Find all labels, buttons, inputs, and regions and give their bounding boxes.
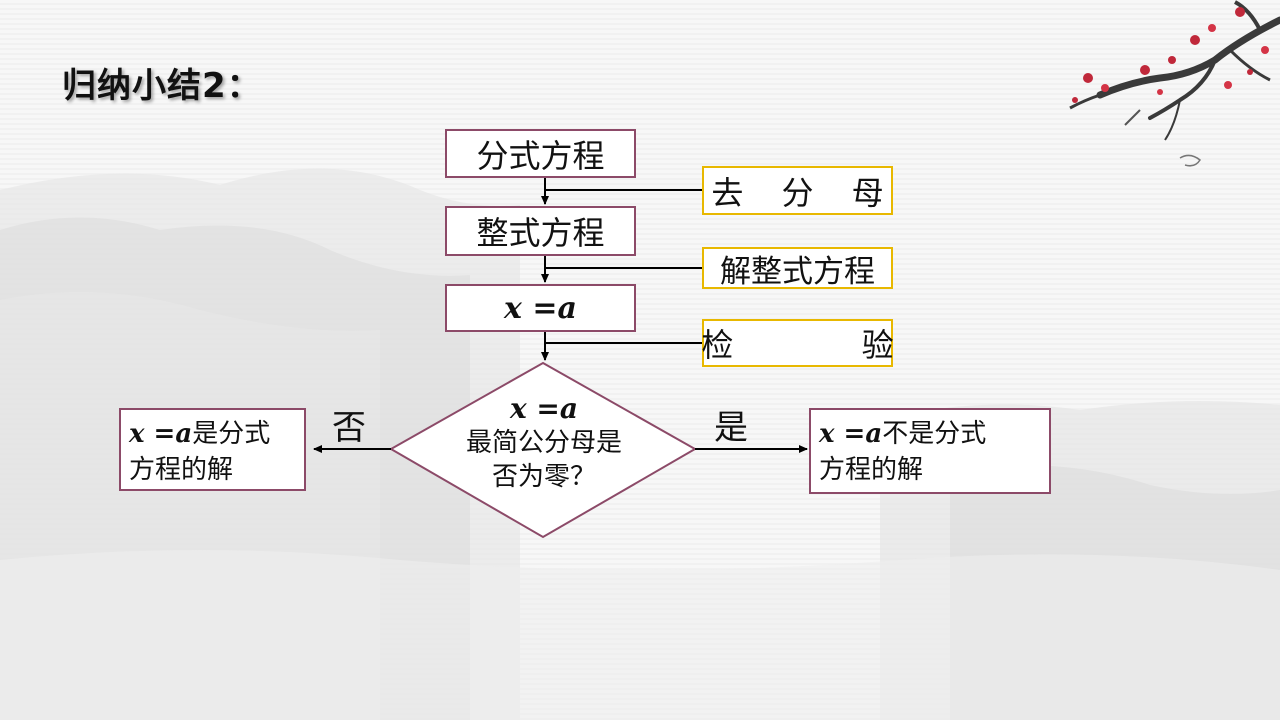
decision-line-1: x =a — [509, 392, 579, 425]
result-is-solution: x =a是分式 方程的解 — [119, 408, 306, 491]
result-not-solution-var: x =a — [819, 419, 883, 449]
result-is-solution-line-1: x =a是分式 — [129, 416, 304, 452]
decision-line-2: 最简公分母是 — [465, 428, 622, 458]
step-integral-equation: 整式方程 — [445, 206, 636, 256]
decision-text: x =a 最简公分母是 否为零？ — [420, 392, 668, 494]
result-not-solution: x =a不是分式 方程的解 — [809, 408, 1051, 494]
result-is-solution-text-1: 是分式 — [192, 419, 271, 449]
op-check: 检 验 — [701, 319, 894, 367]
step-solution-label: x =a — [504, 290, 577, 326]
result-not-solution-text-2: 方程的解 — [819, 455, 924, 485]
result-is-solution-var: x =a — [129, 419, 193, 449]
branch-label-no: 否 — [332, 408, 366, 448]
decision-line-3: 否为零？ — [491, 462, 596, 492]
result-is-solution-text-2: 方程的解 — [129, 455, 234, 485]
branch-label-yes: 是 — [714, 408, 748, 448]
op-check-label: 检 验 — [701, 326, 930, 364]
page-title: 归纳小结2： — [62, 66, 262, 106]
step-solution: x =a — [445, 284, 636, 332]
op-remove-denominator: 去 分 母 — [702, 166, 893, 215]
result-not-solution-line-1: x =a不是分式 — [819, 416, 1049, 452]
result-not-solution-text-1: 不是分式 — [882, 419, 987, 449]
step-fractional-equation: 分式方程 — [445, 129, 636, 178]
decision-diamond — [388, 361, 698, 539]
step-fractional-equation-label: 分式方程 — [476, 136, 605, 175]
step-integral-equation-label: 整式方程 — [476, 214, 605, 252]
op-solve-integral-label: 解整式方程 — [720, 253, 875, 290]
op-solve-integral: 解整式方程 — [702, 247, 893, 290]
op-remove-denominator-label: 去 分 母 — [711, 173, 898, 212]
